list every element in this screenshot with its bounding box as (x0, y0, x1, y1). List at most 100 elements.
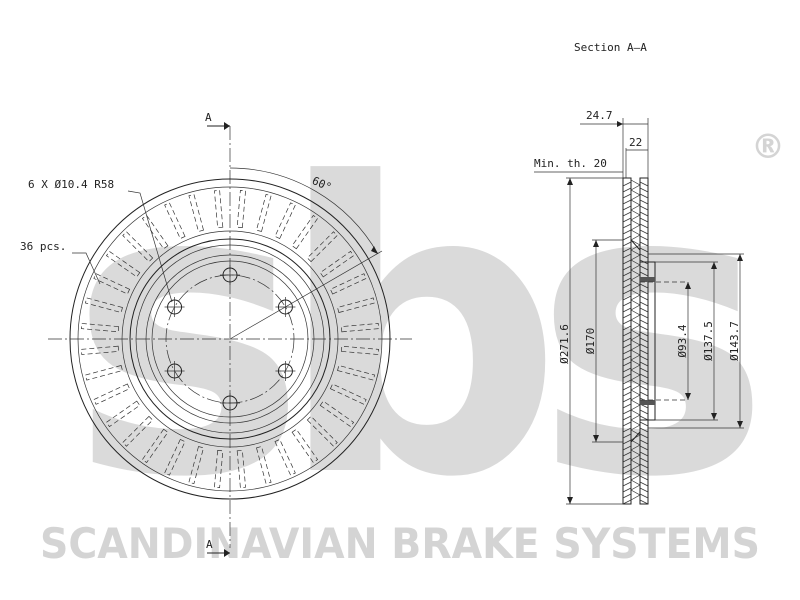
hatch-line (622, 211, 632, 217)
inner-friction-face (639, 177, 649, 505)
hatch-line (622, 439, 632, 445)
hatch-line (639, 319, 649, 325)
hatch-line (639, 235, 649, 241)
hatch-line (639, 361, 649, 367)
cooling-vane (80, 323, 120, 333)
hatch-line (639, 229, 649, 235)
hatch-line (622, 367, 632, 373)
cooling-vane (80, 345, 120, 355)
hatch-line (639, 349, 649, 355)
hatch-line (622, 373, 632, 379)
hatch-line (639, 487, 649, 493)
hatch-line (622, 355, 632, 361)
hatch-line (639, 313, 649, 319)
min-thickness-label: Min. th. 20 (534, 157, 607, 170)
hatch-line (622, 319, 632, 325)
hatch-line (639, 379, 649, 385)
hatch-line (639, 439, 649, 445)
dim-271-6-arrow-top (567, 178, 573, 185)
cooling-vane (274, 202, 296, 240)
hatch-line (639, 253, 649, 259)
hatch-line (622, 325, 632, 331)
cooling-vane (141, 428, 169, 464)
hub-step (151, 260, 309, 418)
hatch-line (622, 385, 632, 391)
cooling-vane (329, 273, 367, 295)
hatch-line (639, 493, 649, 499)
angle-ray (229, 250, 383, 340)
cooling-vane (122, 231, 154, 263)
hatch-line (622, 271, 632, 277)
dim-93-4: Ø93.4 (676, 324, 689, 357)
hatch-line (622, 205, 632, 211)
cooling-vane (337, 365, 376, 381)
hatch-line (639, 415, 649, 421)
hatch-line (639, 337, 649, 343)
cooling-vane (188, 193, 204, 232)
hatch-line (639, 331, 649, 337)
hatch-line (622, 433, 632, 439)
cooling-vane (306, 231, 338, 263)
angle-arc (229, 167, 379, 255)
hatch-line (639, 181, 649, 187)
cooling-vane (306, 415, 338, 447)
hatch-line (622, 445, 632, 451)
hatch-line (622, 181, 632, 187)
hatch-line (622, 259, 632, 265)
hatch-line (622, 235, 632, 241)
hatch-line (622, 415, 632, 421)
cooling-vane (214, 449, 224, 489)
hatch-line (639, 409, 649, 415)
hatch-line (622, 457, 632, 463)
cooling-vane (340, 323, 380, 333)
hatch-line (622, 253, 632, 259)
outer-friction-face (622, 177, 632, 505)
cooling-vane (291, 214, 319, 250)
cooling-vane (236, 449, 246, 489)
cooling-vane (236, 189, 246, 229)
dim-137-5-arrow-top (711, 262, 717, 269)
hatch-line (639, 301, 649, 307)
hatch-line (622, 199, 632, 205)
hatch-line (622, 397, 632, 403)
hatch-line (622, 391, 632, 397)
hatch-line (622, 451, 632, 457)
cooling-vane (84, 365, 123, 381)
hat-outer-edge (129, 238, 331, 440)
hatch-line (622, 313, 632, 319)
hatch-line (622, 343, 632, 349)
hatch-line (622, 241, 632, 247)
hatch-line (639, 241, 649, 247)
hat-lip-top (640, 277, 655, 282)
section-mark-top-label: A (205, 111, 212, 124)
hatch-line (622, 493, 632, 499)
hatch-line (622, 349, 632, 355)
hatch-line (622, 379, 632, 385)
bolt-holes-label: 6 X Ø10.4 R58 (28, 178, 114, 191)
hatch-line (639, 325, 649, 331)
vanes-label: 36 pcs. (20, 240, 66, 253)
hatch-line (622, 295, 632, 301)
cooling-vane (188, 446, 204, 485)
cooling-vane (214, 189, 224, 229)
hatch-line (639, 199, 649, 205)
hatch-line (639, 421, 649, 427)
cooling-vane (164, 202, 186, 240)
hatch-line (622, 229, 632, 235)
bolt-holes-leader (127, 190, 173, 303)
hat-inner-ring (145, 254, 315, 424)
hatch-line (622, 337, 632, 343)
dim-137-5: Ø137.5 (702, 321, 715, 361)
front-view: A A 60° 6 X Ø10.4 R58 36 pcs. (20, 111, 412, 557)
vane-zigzag (630, 179, 641, 501)
hatch-line (639, 271, 649, 277)
section-mark-bottom-arrow (224, 549, 230, 557)
dim-143-7-arrow-bottom (737, 421, 743, 428)
hatch-line (639, 463, 649, 469)
sbs-logo-watermark: sbs (69, 100, 788, 565)
section-mark-top-arrow (224, 122, 230, 130)
hatch-line (622, 277, 632, 283)
hatch-line (622, 361, 632, 367)
hatch-line (639, 289, 649, 295)
